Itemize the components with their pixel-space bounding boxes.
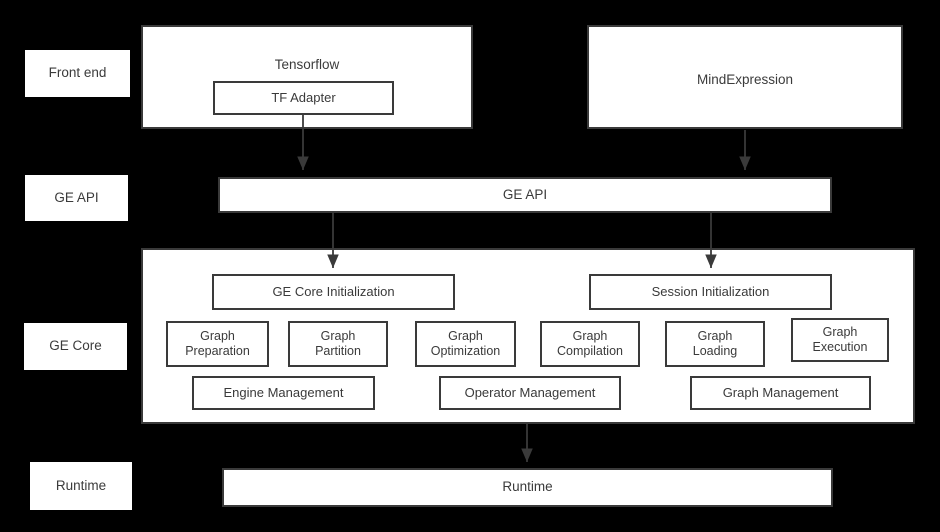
- graph-partition-box[interactable]: Graph Partition: [288, 321, 388, 367]
- engine-management-label: Engine Management: [223, 385, 344, 401]
- graph-management-label: Graph Management: [722, 385, 839, 401]
- session-initialization-label: Session Initialization: [651, 284, 770, 300]
- session-initialization-box[interactable]: Session Initialization: [589, 274, 832, 310]
- operator-management-box[interactable]: Operator Management: [439, 376, 621, 410]
- graph-compilation-label: Graph Compilation: [556, 329, 623, 358]
- runtime-bar[interactable]: Runtime: [222, 468, 833, 507]
- graph-preparation-box[interactable]: Graph Preparation: [166, 321, 269, 367]
- graph-partition-label: Graph Partition: [315, 329, 361, 358]
- tf-adapter-label: TF Adapter: [271, 90, 336, 106]
- runtime-bar-label: Runtime: [502, 479, 553, 495]
- ge-core-initialization-box[interactable]: GE Core Initialization: [212, 274, 455, 310]
- layer-label-runtime-text: Runtime: [55, 477, 107, 493]
- graph-optimization-box[interactable]: Graph Optimization: [415, 321, 516, 367]
- graph-optimization-label: Graph Optimization: [430, 329, 501, 358]
- graph-loading-box[interactable]: Graph Loading: [665, 321, 765, 367]
- operator-management-label: Operator Management: [464, 385, 596, 401]
- ge-core-initialization-label: GE Core Initialization: [272, 284, 395, 300]
- graph-compilation-box[interactable]: Graph Compilation: [540, 321, 640, 367]
- ge-api-bar[interactable]: GE API: [218, 177, 832, 213]
- layer-label-front-end: Front end: [25, 50, 130, 97]
- graph-preparation-label: Graph Preparation: [185, 329, 250, 358]
- tf-adapter-box[interactable]: TF Adapter: [213, 81, 394, 115]
- layer-label-ge-api: GE API: [25, 175, 128, 221]
- mindexpression-panel: MindExpression: [587, 25, 903, 129]
- layer-label-front-end-text: Front end: [48, 65, 107, 81]
- tensorflow-panel-title: Tensorflow: [274, 57, 340, 72]
- ge-api-bar-label: GE API: [502, 186, 548, 202]
- layer-label-ge-api-text: GE API: [54, 189, 99, 205]
- layer-label-runtime: Runtime: [30, 462, 132, 510]
- graph-execution-box[interactable]: Graph Execution: [791, 318, 889, 362]
- engine-management-box[interactable]: Engine Management: [192, 376, 375, 410]
- graph-loading-label: Graph Loading: [692, 329, 738, 358]
- layer-label-ge-core-text: GE Core: [49, 338, 102, 354]
- graph-execution-label: Graph Execution: [812, 325, 868, 354]
- layer-label-ge-core: GE Core: [24, 323, 127, 370]
- graph-management-box[interactable]: Graph Management: [690, 376, 871, 410]
- mindexpression-panel-title: MindExpression: [696, 72, 794, 87]
